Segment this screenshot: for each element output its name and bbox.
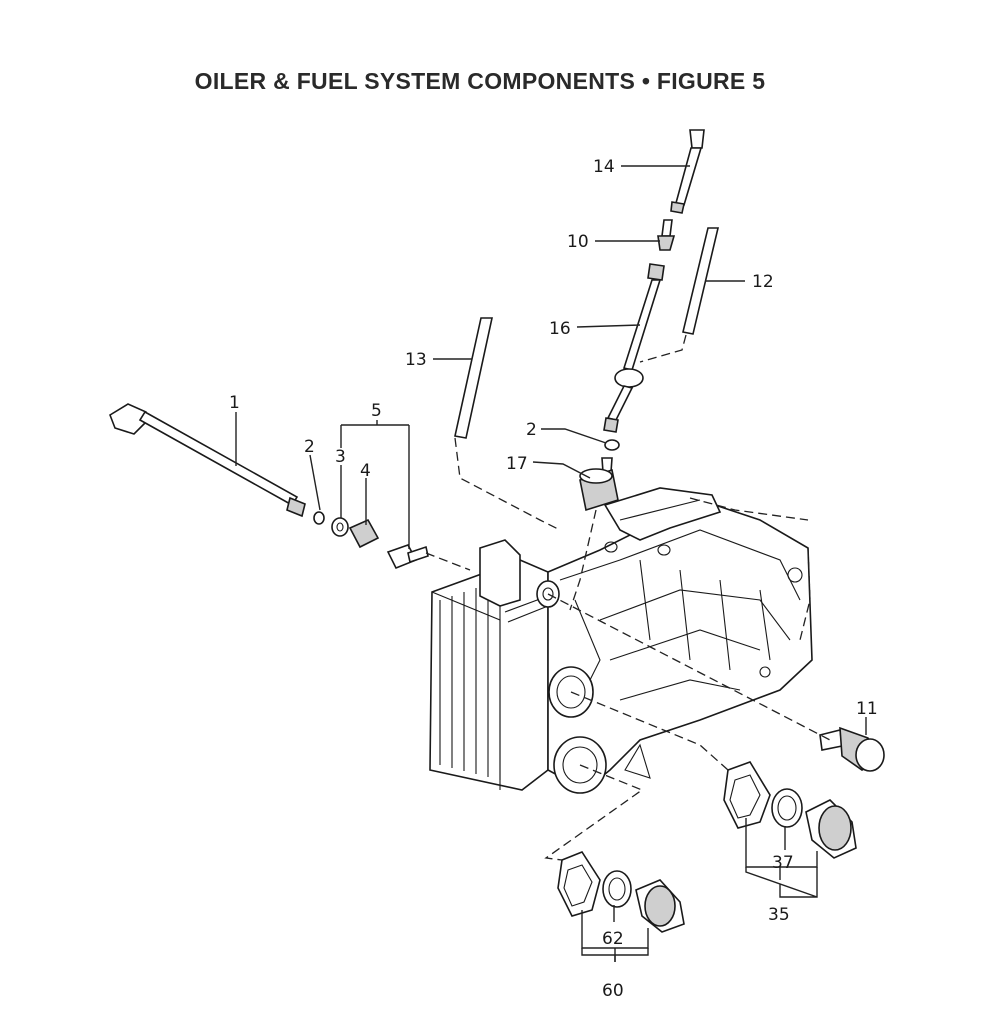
callout-37: 37	[772, 853, 794, 873]
callout-4: 4	[360, 461, 371, 481]
callout-17: 17	[506, 454, 528, 474]
part-2-o-ring	[313, 511, 325, 525]
callout-60: 60	[602, 981, 624, 1001]
callout-labels: 1 2 3 4 5 13 14 10 12 16 2 17 11 37 35 6…	[229, 157, 878, 1001]
part-12-tube	[682, 227, 720, 335]
callout-10: 10	[567, 232, 589, 252]
callout-62: 62	[602, 929, 624, 949]
part-17-fuel-filter	[579, 457, 619, 512]
leader-lines	[235, 165, 867, 962]
assembly-60-tank-cap	[557, 851, 685, 933]
part-2-upper-o-ring	[604, 439, 620, 451]
part-14-fuel-line	[670, 129, 705, 214]
part-11-cap	[819, 726, 885, 772]
assembly-35-tank-cap	[723, 761, 857, 859]
callout-1: 1	[229, 393, 240, 413]
callout-16: 16	[549, 319, 571, 339]
callout-35: 35	[768, 905, 790, 925]
part-13-tube	[454, 317, 493, 439]
crankcase-housing	[429, 487, 813, 794]
callout-2-left: 2	[304, 437, 315, 457]
callout-5: 5	[371, 401, 382, 421]
callout-11: 11	[856, 699, 878, 719]
callout-2-upper: 2	[526, 420, 537, 440]
callout-13: 13	[405, 350, 427, 370]
callout-3: 3	[335, 447, 346, 467]
part-3-washer	[331, 517, 349, 537]
page-title: OILER & FUEL SYSTEM COMPONENTS • FIGURE …	[194, 68, 766, 94]
callout-14: 14	[593, 157, 615, 177]
part-4-filter	[348, 518, 380, 549]
part-16-fuel-line	[603, 263, 665, 433]
callout-12: 12	[752, 272, 774, 292]
assembly-lines	[425, 334, 831, 861]
part-1-oil-line	[109, 403, 306, 518]
part-10-fitting	[657, 219, 676, 251]
